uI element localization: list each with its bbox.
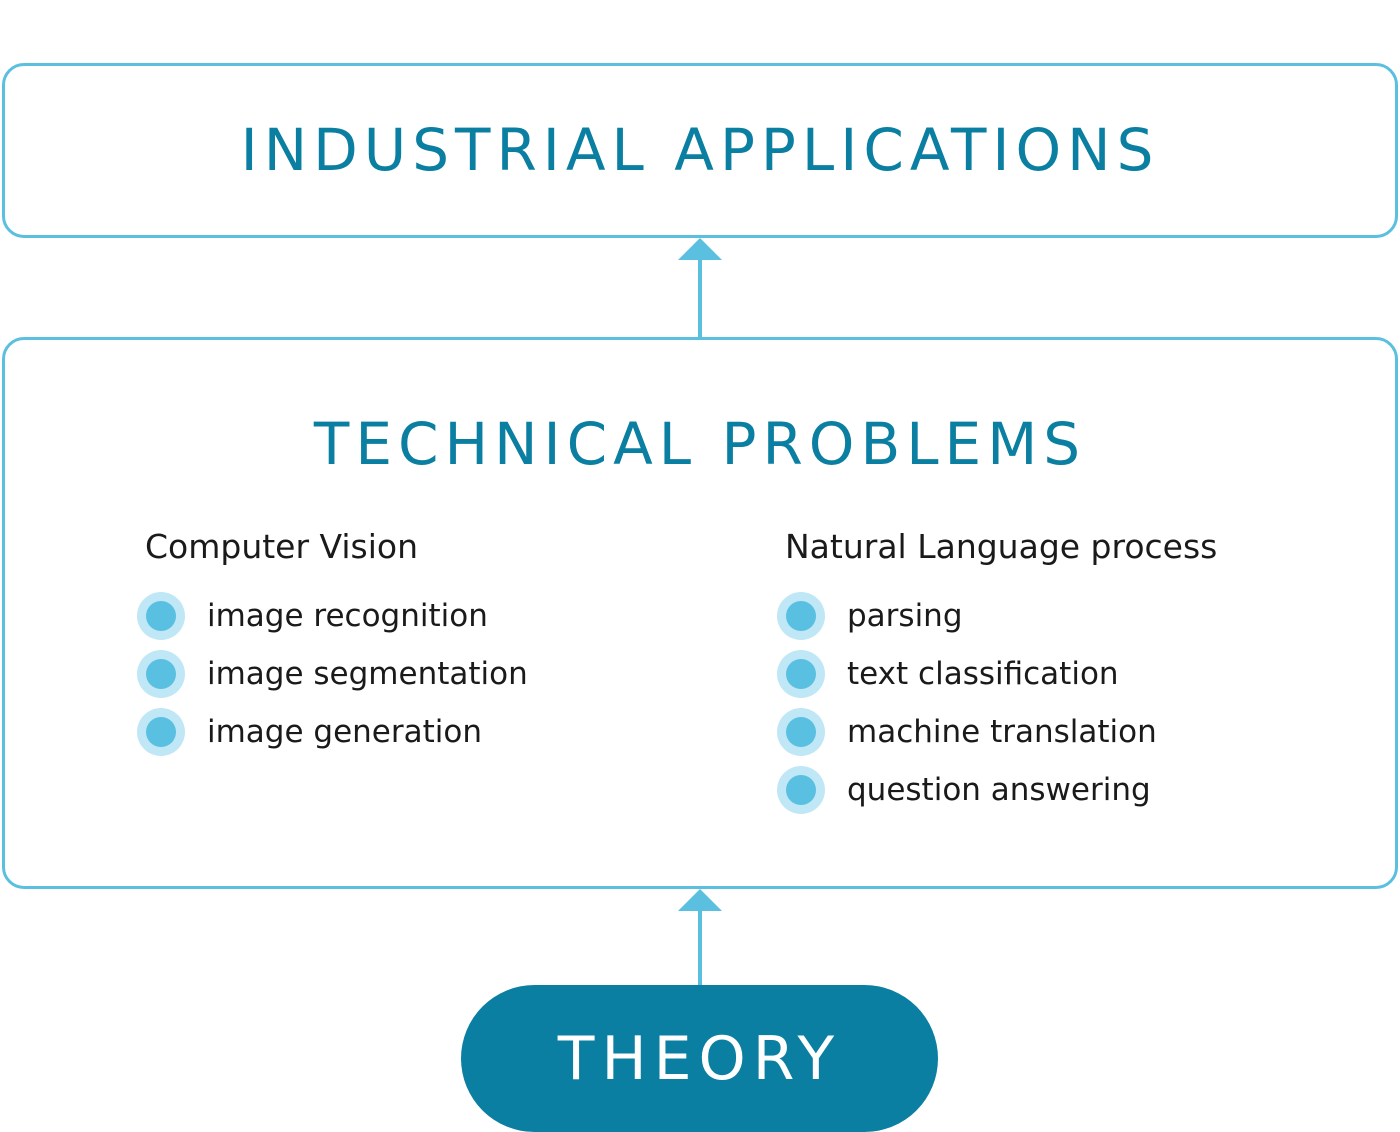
bullet-dot-icon	[777, 650, 825, 698]
arrow-up-icon	[678, 889, 722, 987]
bullet-dot-icon	[137, 650, 185, 698]
arrow-up-icon	[678, 238, 722, 337]
list-item: image generation	[137, 703, 528, 761]
list-item-label: parsing	[847, 598, 963, 634]
list-item: image recognition	[137, 587, 528, 645]
list-item-label: image generation	[207, 714, 483, 750]
list-item-label: question answering	[847, 772, 1151, 808]
list-item-label: image recognition	[207, 598, 488, 634]
natural-language-group: Natural Language process parsing text cl…	[777, 527, 1218, 819]
list-item-label: text classification	[847, 656, 1119, 692]
list-item-label: machine translation	[847, 714, 1157, 750]
list-item: machine translation	[777, 703, 1217, 761]
list-item: text classification	[777, 645, 1217, 703]
theory-pill: THEORY	[461, 985, 938, 1132]
list-item: parsing	[777, 587, 1217, 645]
group-heading: Natural Language process	[785, 527, 1218, 566]
list-item: image segmentation	[137, 645, 528, 703]
computer-vision-group: Computer Vision image recognition image …	[137, 527, 528, 761]
bullet-dot-icon	[777, 592, 825, 640]
bullet-dot-icon	[777, 708, 825, 756]
technical-problems-box: TECHNICAL PROBLEMS Computer Vision image…	[2, 337, 1398, 889]
group-heading: Computer Vision	[145, 527, 419, 566]
industrial-applications-box: INDUSTRIAL APPLICATIONS	[2, 63, 1398, 238]
industrial-applications-title: INDUSTRIAL APPLICATIONS	[240, 116, 1160, 184]
list-item-label: image segmentation	[207, 656, 528, 692]
theory-label: THEORY	[557, 1023, 842, 1094]
bullet-dot-icon	[777, 766, 825, 814]
list-item: question answering	[777, 761, 1217, 819]
technical-problems-title: TECHNICAL PROBLEMS	[313, 410, 1087, 478]
bullet-dot-icon	[137, 708, 185, 756]
bullet-dot-icon	[137, 592, 185, 640]
